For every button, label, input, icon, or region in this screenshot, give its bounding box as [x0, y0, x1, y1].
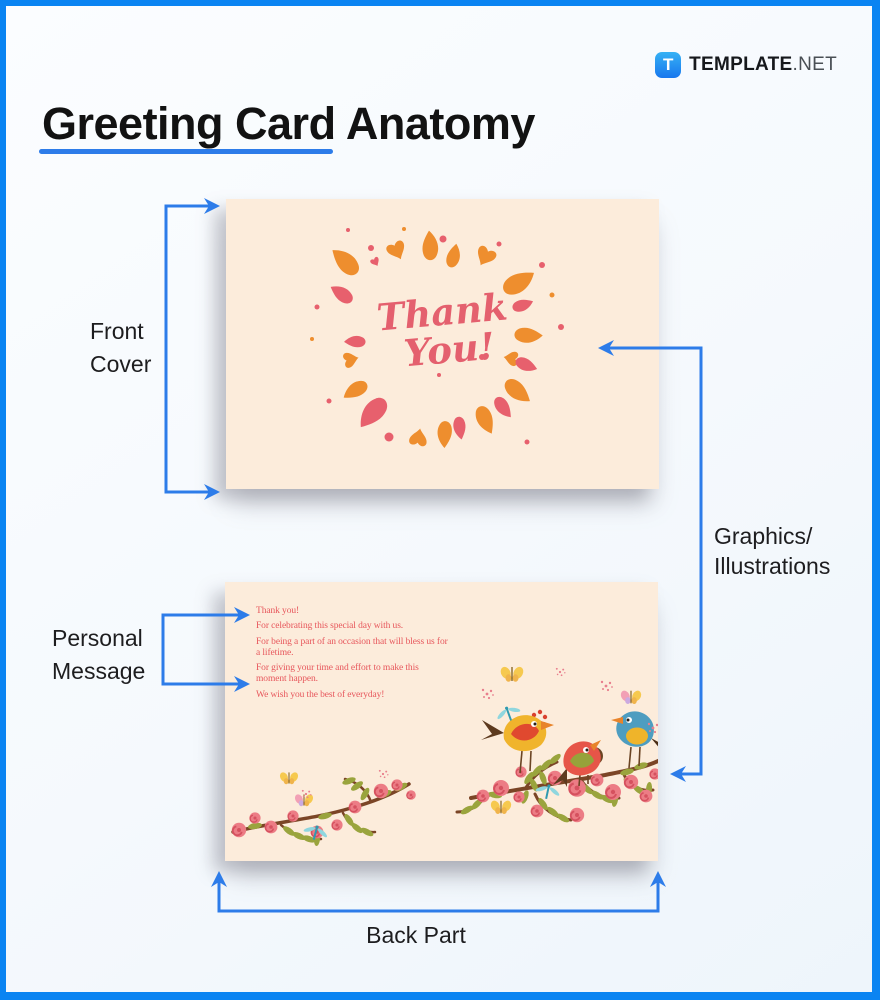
graphics-illustrations-label: Graphics/ Illustrations	[714, 521, 830, 581]
personal-message-label-line: Message	[52, 658, 146, 684]
graphics-label-line: Illustrations	[714, 553, 831, 579]
yellow-bird	[481, 715, 554, 774]
logo-tld: .NET	[792, 54, 837, 75]
main-branch-with-birds	[455, 664, 658, 825]
thank-you-script: Thank You!	[375, 284, 509, 376]
birds-branch-illustration	[230, 664, 658, 847]
logo-name: TEMPLATE	[689, 54, 793, 75]
message-paragraph: For being a part of an occasion that wil…	[256, 636, 448, 658]
message-paragraph: Thank you!	[256, 606, 300, 616]
message-paragraph: For giving your time and effort to make …	[256, 663, 419, 685]
title-underline	[39, 149, 333, 154]
blue-bird	[611, 711, 658, 769]
small-branch	[230, 769, 417, 847]
message-paragraph: We wish you the best of everyday!	[256, 689, 385, 700]
back-part-bracket-arrow	[211, 871, 666, 913]
wreath-shapes	[310, 227, 564, 449]
template-logo-icon: T	[655, 52, 682, 78]
graphics-label-line: Graphics/	[714, 523, 813, 549]
red-bird	[553, 740, 603, 787]
personal-message-text: Thank you! For celebrating this special …	[256, 606, 448, 705]
message-paragraph: For celebrating this special day with us…	[256, 621, 404, 632]
page-title: Greeting Card Anatomy	[42, 98, 535, 150]
thank-you-wreath-illustration: Thank You!	[310, 227, 564, 449]
back-part-label: Back Part	[366, 922, 466, 948]
greeting-word-2: You!	[402, 324, 497, 376]
front-cover-label-line: Front	[90, 318, 144, 344]
greeting-card-back-part: Thank you! For celebrating this special …	[225, 582, 658, 861]
template-net-logo: T TEMPLATE.NET	[655, 52, 837, 78]
branch-roses	[230, 778, 417, 840]
template-logo-wordmark: TEMPLATE.NET	[689, 54, 837, 76]
personal-message-label: Personal Message	[52, 622, 145, 688]
front-cover-bracket-arrow	[164, 198, 220, 500]
front-cover-label: Front Cover	[90, 315, 151, 381]
front-cover-label-line: Cover	[90, 351, 152, 377]
personal-message-label-line: Personal	[52, 625, 143, 651]
greeting-card-front-cover: Thank You!	[226, 199, 659, 489]
